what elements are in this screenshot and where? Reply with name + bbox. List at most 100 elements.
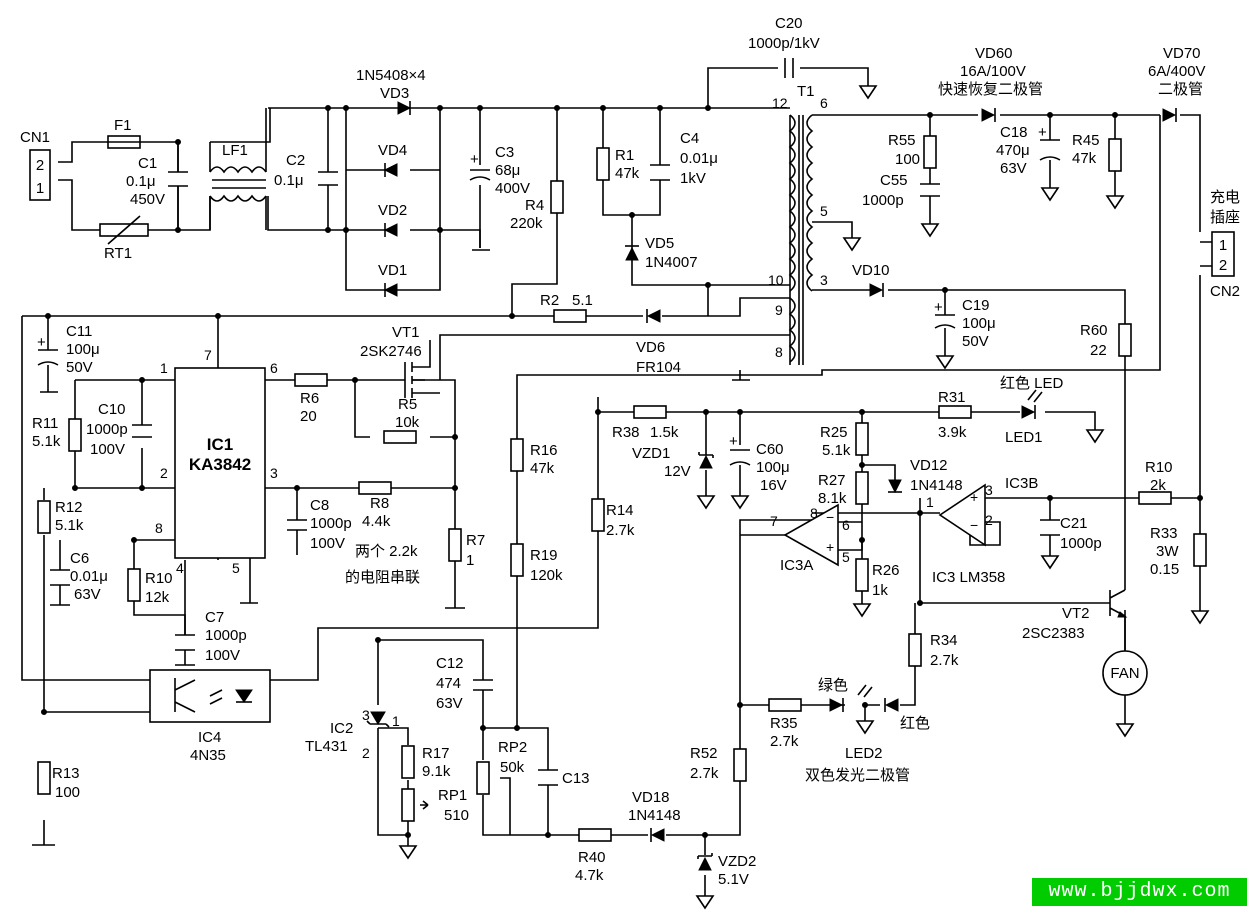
svg-text:100V: 100V xyxy=(205,647,240,664)
svg-text:2: 2 xyxy=(362,745,370,761)
svg-text:VT2: VT2 xyxy=(1062,605,1090,622)
svg-text:插座: 插座 xyxy=(1210,209,1240,226)
svg-text:1: 1 xyxy=(36,180,44,197)
svg-text:4.7k: 4.7k xyxy=(575,867,604,884)
svg-text:R26: R26 xyxy=(872,562,900,579)
svg-text:C20: C20 xyxy=(775,15,803,32)
svg-text:12k: 12k xyxy=(145,589,170,606)
svg-text:RT1: RT1 xyxy=(104,245,132,262)
svg-text:R34: R34 xyxy=(930,632,958,649)
svg-text:IC1: IC1 xyxy=(207,435,233,454)
svg-text:R27: R27 xyxy=(818,472,846,489)
svg-text:400V: 400V xyxy=(495,180,530,197)
svg-text:50V: 50V xyxy=(66,359,93,376)
svg-text:1N4007: 1N4007 xyxy=(645,254,698,271)
svg-text:快速恢复二极管: 快速恢复二极管 xyxy=(938,80,1043,98)
svg-text:R4: R4 xyxy=(525,197,544,214)
svg-text:1000p: 1000p xyxy=(86,421,128,438)
svg-text:4.4k: 4.4k xyxy=(362,513,391,530)
svg-text:1: 1 xyxy=(1219,237,1227,254)
svg-text:100μ: 100μ xyxy=(66,341,100,358)
svg-text:2.7k: 2.7k xyxy=(930,652,959,669)
svg-text:47k: 47k xyxy=(1072,150,1097,167)
svg-text:9: 9 xyxy=(775,302,783,318)
svg-text:LF1: LF1 xyxy=(222,142,248,159)
snubber-network: R1 47k C4 0.01μ 1kV VD5 1N4007 C20 1000p… xyxy=(596,15,820,271)
svg-text:68μ: 68μ xyxy=(495,162,520,179)
svg-text:220k: 220k xyxy=(510,215,543,232)
svg-text:R5: R5 xyxy=(398,396,417,413)
svg-text:TL431: TL431 xyxy=(305,738,348,755)
svg-text:VD60: VD60 xyxy=(975,45,1013,62)
svg-text:R35: R35 xyxy=(770,715,798,732)
svg-text:VD6: VD6 xyxy=(636,339,665,356)
svg-text:+: + xyxy=(826,539,834,555)
svg-text:5.1k: 5.1k xyxy=(32,433,61,450)
svg-text:VD70: VD70 xyxy=(1163,45,1201,62)
svg-text:5: 5 xyxy=(820,203,828,219)
svg-text:63V: 63V xyxy=(1000,160,1027,177)
svg-text:R12: R12 xyxy=(55,499,83,516)
svg-text:C55: C55 xyxy=(880,172,908,189)
svg-text:9.1k: 9.1k xyxy=(422,763,451,780)
svg-text:C6: C6 xyxy=(70,550,89,567)
svg-text:C4: C4 xyxy=(680,130,699,147)
svg-text:FR104: FR104 xyxy=(636,359,681,376)
svg-text:100μ: 100μ xyxy=(962,315,996,332)
svg-text:VD12: VD12 xyxy=(910,457,948,474)
r12-c6-r10-c7: R12 5.1k C6 0.01μ 63V R10 12k C7 1000p 1… xyxy=(37,499,247,664)
svg-text:LED2: LED2 xyxy=(845,745,883,762)
resistor-r4: R4 220k xyxy=(510,180,564,232)
svg-text:FAN: FAN xyxy=(1110,665,1139,682)
svg-text:C13: C13 xyxy=(562,770,590,787)
svg-text:R45: R45 xyxy=(1072,132,1100,149)
r2-vd6: R2 5.1 VD6 FR104 xyxy=(540,292,681,376)
svg-text:KA3842: KA3842 xyxy=(189,455,251,474)
capacitor-c3: + C3 68μ 400V xyxy=(469,144,530,197)
svg-text:100: 100 xyxy=(55,784,80,801)
svg-text:VD1: VD1 xyxy=(378,262,407,279)
svg-text:IC4: IC4 xyxy=(198,729,221,746)
r6-r5: R6 20 R5 10k xyxy=(294,373,420,444)
optocoupler-ic4: IC4 4N35 xyxy=(149,669,271,764)
output-rectifier: VD60 16A/100V 快速恢复二极管 VD70 6A/400V 二极管 R… xyxy=(852,45,1240,359)
svg-text:IC2: IC2 xyxy=(330,720,353,737)
svg-text:R2: R2 xyxy=(540,292,559,309)
svg-text:510: 510 xyxy=(444,807,469,824)
bridge-rectifier: 1N5408×4 VD3 VD4 VD2 VD1 xyxy=(356,67,426,297)
svg-text:3: 3 xyxy=(820,272,828,288)
svg-text:1.5k: 1.5k xyxy=(650,424,679,441)
svg-text:5.1k: 5.1k xyxy=(822,442,851,459)
svg-text:VZD2: VZD2 xyxy=(718,853,756,870)
svg-text:1000p: 1000p xyxy=(205,627,247,644)
svg-text:VD18: VD18 xyxy=(632,789,670,806)
svg-text:R19: R19 xyxy=(530,547,558,564)
svg-text:0.1μ: 0.1μ xyxy=(126,173,156,190)
svg-text:VD3: VD3 xyxy=(380,85,409,102)
svg-text:R40: R40 xyxy=(578,849,606,866)
svg-text:C60: C60 xyxy=(756,441,784,458)
svg-text:2: 2 xyxy=(160,465,168,481)
svg-text:120k: 120k xyxy=(530,567,563,584)
svg-text:20: 20 xyxy=(300,408,317,425)
svg-text:C21: C21 xyxy=(1060,515,1088,532)
svg-text:3: 3 xyxy=(362,707,370,723)
website-watermark: www.bjjdwx.com xyxy=(1032,878,1247,906)
svg-text:+: + xyxy=(37,334,46,351)
svg-text:50V: 50V xyxy=(962,333,989,350)
svg-text:C18: C18 xyxy=(1000,124,1028,141)
svg-text:10: 10 xyxy=(768,272,784,288)
svg-text:红色 LED: 红色 LED xyxy=(1000,375,1064,392)
svg-text:474: 474 xyxy=(436,675,461,692)
svg-text:6: 6 xyxy=(842,517,850,533)
svg-text:C8: C8 xyxy=(310,497,329,514)
svg-text:C3: C3 xyxy=(495,144,514,161)
charge-control: R38 1.5k VZD1 12V + C60 100μ 16V R31 3.9… xyxy=(612,375,1207,784)
svg-text:2: 2 xyxy=(36,157,44,174)
svg-text:R33: R33 xyxy=(1150,525,1178,542)
svg-text:16V: 16V xyxy=(760,477,787,494)
svg-text:两个 2.2k: 两个 2.2k xyxy=(355,543,418,560)
common-mode-choke-lf1: LF1 xyxy=(209,108,267,230)
capacitor-c11: + C11 100μ 50V xyxy=(37,323,100,376)
svg-text:100μ: 100μ xyxy=(756,459,790,476)
